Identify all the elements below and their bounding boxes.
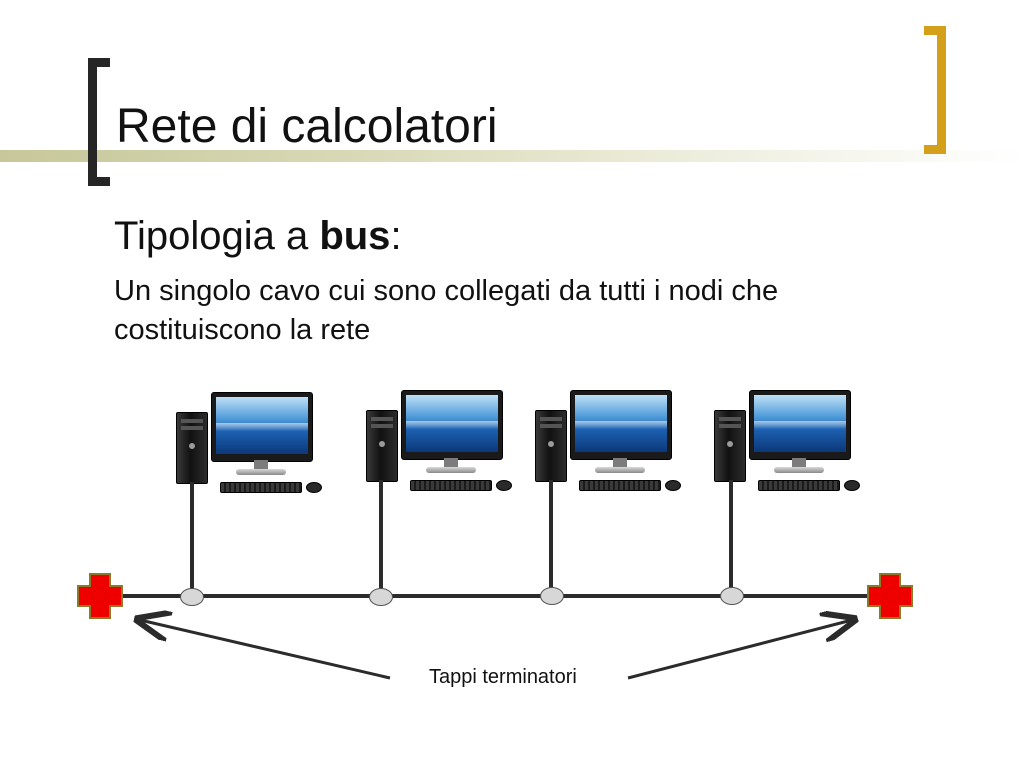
right-bracket-decoration xyxy=(924,26,946,154)
bus-node-1 xyxy=(180,588,204,606)
drop-cable-3 xyxy=(549,480,553,592)
terminators-label: Tappi terminatori xyxy=(429,666,577,688)
bus-cable xyxy=(120,594,880,598)
slide-title: Rete di calcolatori xyxy=(116,100,498,153)
tower-icon xyxy=(714,410,746,482)
tower-icon xyxy=(366,410,398,482)
computer-1 xyxy=(176,392,346,502)
bus-node-2 xyxy=(369,588,393,606)
arrow-right xyxy=(627,620,852,680)
bus-topology-diagram: Tappi terminatori xyxy=(0,380,1024,710)
monitor-icon xyxy=(401,390,503,460)
arrow-left xyxy=(140,620,391,680)
subheading-bold-term: bus xyxy=(319,214,391,258)
drop-cable-2 xyxy=(379,480,383,592)
terminator-right-icon xyxy=(867,573,913,619)
mouse-icon xyxy=(665,480,681,491)
terminator-left-icon xyxy=(77,573,123,619)
mouse-icon xyxy=(844,480,860,491)
keyboard-icon xyxy=(410,480,492,491)
subheading-prefix: Tipologia a xyxy=(114,214,320,258)
keyboard-icon xyxy=(758,480,840,491)
keyboard-icon xyxy=(579,480,661,491)
bus-node-3 xyxy=(540,587,564,605)
computer-2 xyxy=(366,390,536,500)
subheading-suffix: : xyxy=(390,214,402,258)
mouse-icon xyxy=(496,480,512,491)
tower-icon xyxy=(176,412,208,484)
computer-3 xyxy=(535,390,705,500)
tower-icon xyxy=(535,410,567,482)
left-bracket-decoration xyxy=(88,58,110,186)
terminator-arrows xyxy=(0,380,1024,680)
bus-node-4 xyxy=(720,587,744,605)
monitor-icon xyxy=(749,390,851,460)
subheading: Tipologia a bus: xyxy=(114,212,402,260)
body-text: Un singolo cavo cui sono collegati da tu… xyxy=(114,275,779,347)
mouse-icon xyxy=(306,482,322,493)
title-underline-band xyxy=(0,150,1024,162)
drop-cable-1 xyxy=(190,482,194,592)
monitor-icon xyxy=(211,392,313,462)
computer-4 xyxy=(714,390,884,500)
drop-cable-4 xyxy=(729,480,733,592)
keyboard-icon xyxy=(220,482,302,493)
